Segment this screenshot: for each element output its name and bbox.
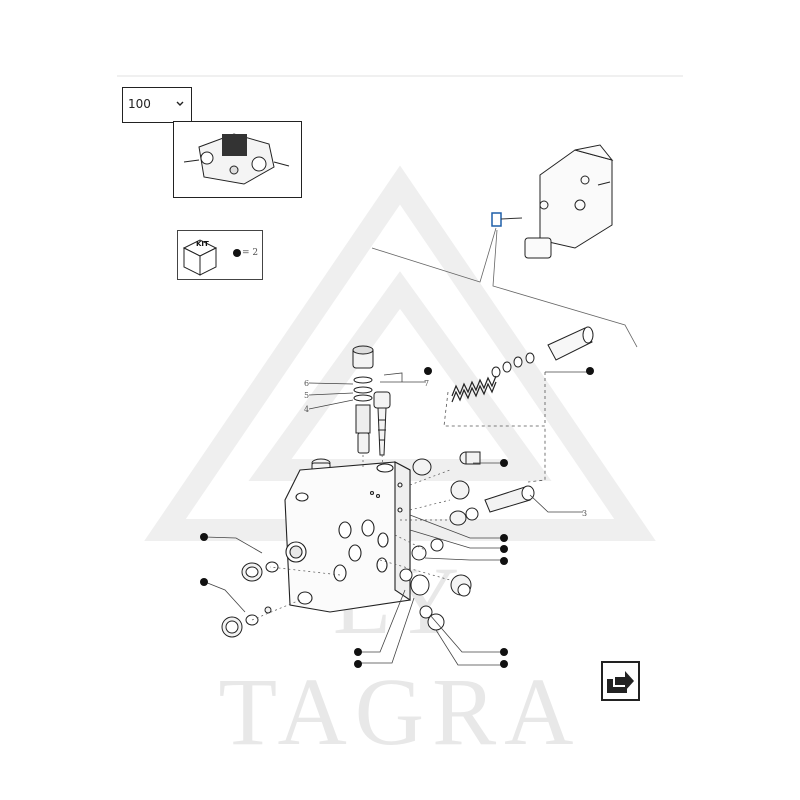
callout-dot <box>200 533 208 541</box>
zoom-indicator-lines <box>371 227 638 348</box>
right-side-parts <box>411 451 535 597</box>
callout-dot <box>354 660 362 668</box>
valve-screw <box>373 391 391 456</box>
spring <box>451 375 497 403</box>
valve-thumbnail-icon <box>183 133 290 185</box>
page-select-value: 100 <box>128 97 151 111</box>
callout-dot <box>586 367 594 375</box>
callout-3: 3 <box>582 509 587 518</box>
kit-cube-icon <box>182 239 241 276</box>
callout-dot <box>500 648 508 656</box>
kit-dot-icon <box>233 249 241 257</box>
leader-lines <box>204 371 590 666</box>
kit-legend: KIT = 2 <box>177 230 263 280</box>
callout-4: 4 <box>304 405 309 414</box>
upper-plug <box>352 345 374 454</box>
top-divider <box>117 75 683 77</box>
next-page-button[interactable] <box>601 661 640 701</box>
next-page-arrow-icon <box>607 671 634 693</box>
watermark-text: LY TAGRA <box>218 547 582 765</box>
callout-dot <box>500 660 508 668</box>
assembly-reference-view <box>524 144 614 259</box>
left-side-plugs <box>221 561 279 638</box>
assembly-thumbnail[interactable] <box>173 121 302 198</box>
kit-label: KIT <box>196 240 209 248</box>
callout-6: 6 <box>304 379 309 388</box>
spool-assembly <box>491 326 594 378</box>
callout-5: 5 <box>304 391 309 400</box>
assembly-dash-lines <box>251 454 451 621</box>
callout-dot <box>500 459 508 467</box>
page-select[interactable]: 100 <box>122 87 192 123</box>
callout-dots <box>200 367 594 668</box>
callout-dot <box>424 367 432 375</box>
callout-dot <box>500 545 508 553</box>
callout-dot <box>354 648 362 656</box>
dashed-guides <box>443 372 546 483</box>
callout-dot <box>500 557 508 565</box>
selected-region-marker <box>491 212 502 227</box>
valve-body <box>284 461 411 613</box>
callout-dot <box>200 578 208 586</box>
kit-quantity: = 2 <box>242 248 259 258</box>
callout-7: 7 <box>424 379 429 388</box>
lower-seals <box>399 568 445 631</box>
chevron-down-icon <box>176 101 184 106</box>
callout-dot <box>500 534 508 542</box>
